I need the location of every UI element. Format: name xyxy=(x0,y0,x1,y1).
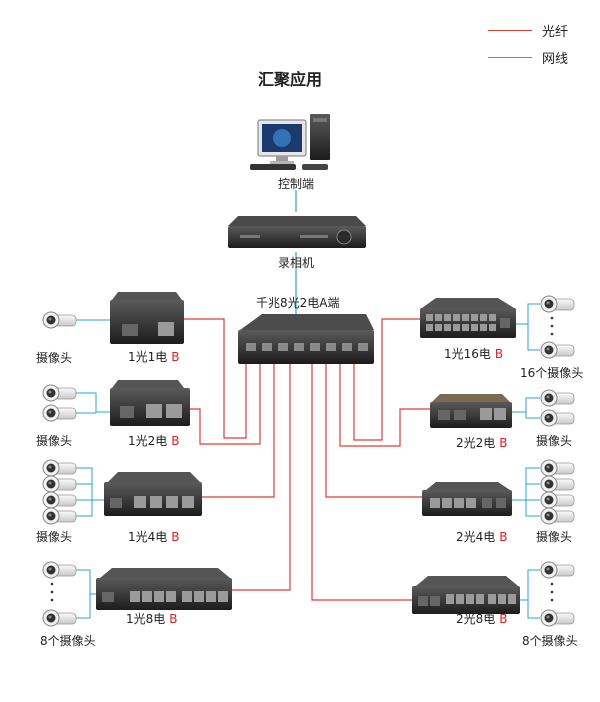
page-title: 汇聚应用 xyxy=(258,70,323,89)
control-pc-icon xyxy=(250,114,330,170)
camera-label: 摄像头 xyxy=(36,530,73,544)
fiber-1g1e xyxy=(180,318,247,439)
camera-label: 8个摄像头 xyxy=(40,634,96,648)
ellipsis-dots-icon xyxy=(550,582,554,602)
camera-icon xyxy=(42,311,77,329)
camera-label: 摄像头 xyxy=(36,434,73,448)
camera-icon xyxy=(42,491,77,509)
control-label: 控制端 xyxy=(278,177,315,191)
camera-label: 8个摄像头 xyxy=(522,634,578,648)
ellipsis-dots-icon xyxy=(550,316,554,336)
camera-icon xyxy=(540,295,575,313)
camera-icon xyxy=(540,409,575,427)
camera-icon xyxy=(42,609,77,627)
fiber-1g4e xyxy=(202,364,275,498)
camera-icon xyxy=(540,459,575,477)
camera-icon xyxy=(540,475,575,493)
ellipsis-dots-icon xyxy=(50,582,54,602)
legend-network-label: 网线 xyxy=(542,52,569,67)
camera-icon xyxy=(42,561,77,579)
fiber-2g8e xyxy=(311,364,414,601)
converter-1g2e-icon xyxy=(110,380,190,426)
converter-1g16e-icon xyxy=(420,298,516,338)
converter-1g1e-icon xyxy=(110,292,184,344)
camera-icon xyxy=(540,389,575,407)
camera-icon xyxy=(42,507,77,525)
camera-label: 摄像头 xyxy=(36,351,73,365)
fiber-1g8e xyxy=(230,364,291,591)
fiber-2g2e xyxy=(339,364,433,447)
camera-icon xyxy=(42,459,77,477)
converter-2g4e-icon xyxy=(422,482,512,516)
converter-2g8e-icon xyxy=(412,576,520,614)
hub-switch-icon xyxy=(238,314,374,364)
camera-icon xyxy=(42,384,77,402)
fiber-1g2e xyxy=(186,364,261,445)
camera-icon xyxy=(540,609,575,627)
camera-icon xyxy=(540,341,575,359)
converter-1g8e-icon xyxy=(96,568,232,610)
camera-icon xyxy=(540,491,575,509)
fiber-2g4e xyxy=(325,364,424,498)
camera-label: 16个摄像头 xyxy=(520,366,584,380)
hub-label: 千兆8光2电A端 xyxy=(256,296,340,310)
camera-label: 摄像头 xyxy=(536,434,573,448)
recorder-label: 录相机 xyxy=(278,256,315,270)
camera-label: 摄像头 xyxy=(536,530,573,544)
legend-fiber-swatch xyxy=(488,30,532,31)
camera-icon xyxy=(540,561,575,579)
legend-network-swatch xyxy=(488,57,532,58)
camera-icon xyxy=(540,507,575,525)
legend-fiber-label: 光纤 xyxy=(542,25,569,40)
fiber-1g16e xyxy=(353,318,425,441)
converter-2g2e-icon xyxy=(430,394,512,428)
camera-icon xyxy=(42,475,77,493)
converter-1g4e-icon xyxy=(104,472,202,516)
camera-icon xyxy=(42,404,77,422)
recorder-icon xyxy=(228,216,366,248)
